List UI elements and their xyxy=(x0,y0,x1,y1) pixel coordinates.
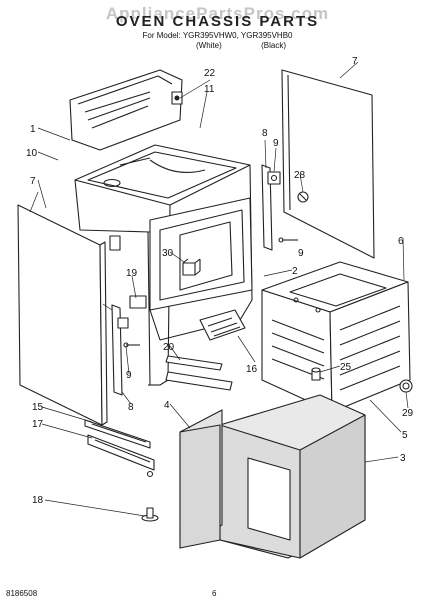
part-number: 8186508 xyxy=(6,589,38,598)
callout-28: 28 xyxy=(294,170,306,181)
callout-1: 1 xyxy=(30,124,36,135)
callout-16: 16 xyxy=(246,364,258,375)
side-bracket-left xyxy=(111,295,147,396)
rail-15 xyxy=(84,419,151,449)
side-panel-left xyxy=(17,204,121,426)
leader-lines xyxy=(29,61,409,517)
leveling-leg-18 xyxy=(141,507,159,522)
callout-9-left: 9 xyxy=(126,370,132,381)
knob-28 xyxy=(297,191,309,203)
callout-11: 11 xyxy=(204,84,215,95)
callout-9-mid: 9 xyxy=(298,248,304,259)
side-panel-right xyxy=(281,69,375,259)
back-panel xyxy=(69,69,183,151)
foot-29 xyxy=(399,379,413,393)
watermark: AppliancePartsPros.com xyxy=(105,4,330,23)
chassis-body xyxy=(74,144,253,386)
side-bracket-right xyxy=(261,164,298,251)
callout-7-left: 7 xyxy=(30,176,36,187)
callout-5: 5 xyxy=(402,430,408,441)
callout-29: 29 xyxy=(402,408,414,419)
callout-22: 22 xyxy=(204,68,216,79)
variant-black: (Black) xyxy=(261,41,286,50)
variant-white: (White) xyxy=(196,41,222,50)
color-variants: (White) (Black) xyxy=(196,41,286,50)
knob-25 xyxy=(311,367,321,381)
callout-3: 3 xyxy=(400,453,406,464)
callout-17: 17 xyxy=(32,419,44,430)
callout-6: 6 xyxy=(398,236,404,247)
model-line: For Model: YGR395VHW0, YGR395VHB0 xyxy=(142,31,293,40)
callout-25: 25 xyxy=(340,362,352,373)
callout-18: 18 xyxy=(32,495,44,506)
callout-2: 2 xyxy=(292,266,298,277)
callout-19: 19 xyxy=(126,268,138,279)
insulation-4 xyxy=(179,409,223,549)
callout-10: 10 xyxy=(26,148,38,159)
rail-20 xyxy=(165,355,233,391)
callout-labels: 1 10 7 22 11 8 9 28 30 2 7 19 9 6 20 16 … xyxy=(26,56,414,506)
oven-cavity xyxy=(261,261,411,413)
vent-16 xyxy=(199,309,246,341)
callout-8-left: 8 xyxy=(128,402,134,413)
callout-20: 20 xyxy=(163,342,175,353)
page-number: 6 xyxy=(212,589,217,598)
callout-9-right: 9 xyxy=(273,138,279,149)
insulation-3 xyxy=(219,394,366,559)
callout-7-right: 7 xyxy=(352,56,358,67)
page-title: OVEN CHASSIS PARTS xyxy=(115,13,320,30)
callout-15: 15 xyxy=(32,402,44,413)
callout-30: 30 xyxy=(162,248,174,259)
callout-4: 4 xyxy=(164,400,170,411)
bracket-30 xyxy=(182,258,201,276)
callout-8-right: 8 xyxy=(262,128,268,139)
rail-17 xyxy=(87,434,155,478)
